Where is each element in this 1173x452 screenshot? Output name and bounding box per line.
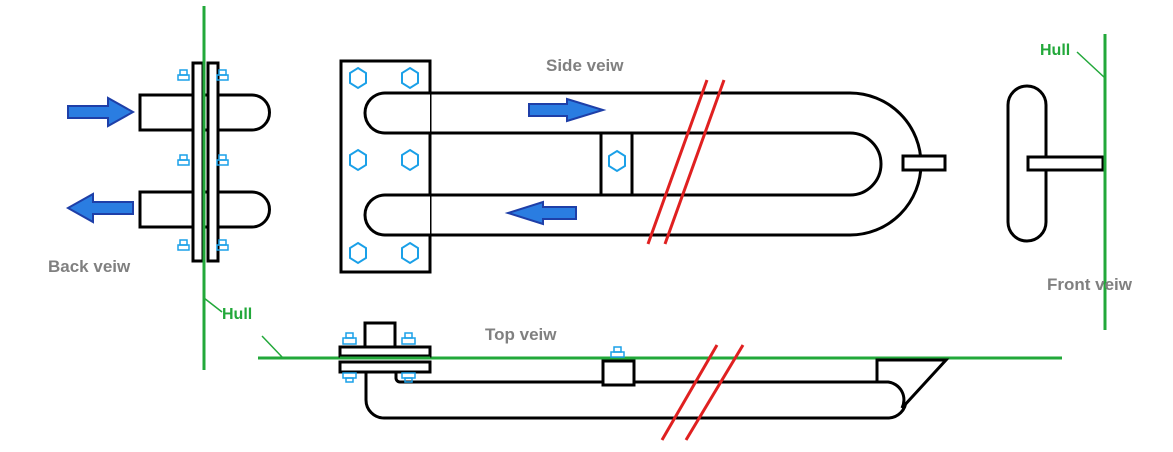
- bolt-icon: [404, 377, 413, 383]
- front-view-stub: [1026, 155, 1105, 172]
- top-view-support-block: [601, 359, 636, 387]
- back-view-flange-right: [206, 61, 220, 263]
- hexagon-bolt-icon: [349, 148, 367, 172]
- side-view-plate-inner-lower: [363, 193, 430, 237]
- side-view-label: Side veiw: [546, 56, 624, 75]
- back-view-bolts: [177, 69, 229, 251]
- hexagon-bolt-icon: [349, 66, 367, 90]
- bolt-icon: [216, 159, 229, 166]
- hexagon-bolt-icon: [401, 66, 419, 90]
- hexagon-bolt-icon: [401, 148, 419, 172]
- bolt-icon: [216, 74, 229, 81]
- top-view-end-fairing: [875, 358, 950, 410]
- front-view: Hull Front veiw: [1006, 34, 1133, 330]
- top-view-tube: [364, 372, 908, 420]
- flow-arrow-icon: [67, 96, 136, 128]
- back-view-label: Back veiw: [48, 257, 131, 276]
- side-view-u-tube-outer: [366, 91, 923, 237]
- hexagon-bolt-icon: [608, 149, 626, 173]
- bolt-icon: [401, 337, 416, 345]
- back-view-hull-leader: [203, 297, 223, 313]
- top-view-bolts: [342, 332, 625, 383]
- hexagon-bolt-icon: [401, 241, 419, 265]
- bolt-icon: [342, 337, 357, 345]
- break-mark-icon: [663, 79, 726, 245]
- bolt-icon: [610, 351, 625, 358]
- side-view-plate-inner-upper: [363, 91, 430, 135]
- front-view-label: Front veiw: [1047, 275, 1133, 294]
- top-view-hull-leader: [261, 335, 284, 359]
- top-view-label: Top veiw: [485, 325, 557, 344]
- top-view-flange-upper: [338, 345, 432, 358]
- back-view: Back veiw Hull: [48, 6, 271, 370]
- bolt-icon: [177, 244, 190, 251]
- hexagon-bolt-icon: [349, 241, 367, 265]
- hull-label-top-right: Hull: [1040, 42, 1070, 59]
- hull-label-left: Hull: [222, 306, 252, 323]
- bolt-icon: [177, 159, 190, 166]
- top-view-pipe-stub: [363, 321, 397, 349]
- break-mark-icon: [684, 344, 745, 441]
- front-view-hull-leader: [1076, 51, 1106, 79]
- flow-arrow-icon: [528, 97, 607, 123]
- flow-arrow-icon: [65, 192, 134, 224]
- top-view-flange-lower: [338, 360, 432, 374]
- side-view-support-block: [599, 131, 634, 197]
- side-view: Side veiw: [339, 56, 947, 274]
- break-mark-icon: [660, 344, 719, 441]
- flow-arrow-icon: [504, 200, 577, 226]
- side-view-hex-bolts: [349, 66, 626, 265]
- side-view-end-stub: [901, 154, 947, 172]
- break-mark-icon: [646, 79, 709, 245]
- bolt-icon: [216, 244, 229, 251]
- bolt-icon: [345, 377, 354, 383]
- top-view: Top veiw: [258, 321, 1062, 441]
- back-view-flange-left: [191, 61, 205, 263]
- bolt-icon: [177, 74, 190, 81]
